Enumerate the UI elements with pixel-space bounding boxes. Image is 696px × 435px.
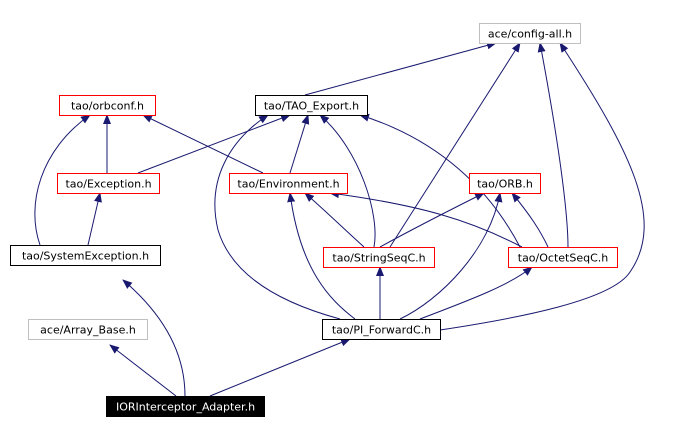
edge-environment-to-orbconf: [142, 114, 264, 174]
node-box: [508, 247, 618, 268]
node-box: [59, 95, 156, 116]
node-label: tao/Exception.h: [65, 178, 151, 191]
edge-octet-seq-to-tao-export: [359, 113, 521, 248]
node-label: IORInterceptor_Adapter.h: [116, 401, 255, 414]
edge-pi-forward-to-orb: [399, 192, 503, 320]
node-label: ace/Array_Base.h: [40, 324, 136, 337]
edge-ior-interceptor-to-system-exception: [122, 279, 186, 397]
node-box: [479, 23, 581, 44]
node-label: tao/PI_ForwardC.h: [332, 324, 431, 337]
node-box: [28, 319, 148, 340]
node-pi-forward[interactable]: tao/PI_ForwardC.h: [322, 319, 441, 340]
node-config-all[interactable]: ace/config-all.h: [479, 23, 581, 44]
node-ior-interceptor: IORInterceptor_Adapter.h: [106, 396, 265, 417]
node-box: [469, 173, 541, 194]
edge-environment-to-tao-export: [289, 114, 310, 174]
node-label: tao/SystemException.h: [22, 250, 149, 263]
nodes-layer: ace/config-all.h tao/orbconf.h tao/TAO_Exp…: [10, 23, 618, 417]
node-label: tao/ORB.h: [477, 178, 533, 191]
node-string-seq[interactable]: tao/StringSeqC.h: [323, 247, 435, 268]
node-label: tao/StringSeqC.h: [332, 252, 425, 265]
edge-system-exception-to-exception: [87, 192, 102, 246]
node-label: tao/OctetSeqC.h: [518, 252, 608, 265]
edge-octet-seq-to-environment: [329, 190, 523, 248]
node-orb[interactable]: tao/ORB.h: [469, 173, 541, 194]
edge-octet-seq-to-config-all: [537, 42, 569, 248]
node-box: [229, 173, 348, 194]
node-label: tao/TAO_Export.h: [264, 100, 359, 113]
node-octet-seq[interactable]: tao/OctetSeqC.h: [508, 247, 618, 268]
edge-pi-forward-to-octet-seq: [419, 266, 533, 320]
node-orbconf[interactable]: tao/orbconf.h: [59, 95, 156, 116]
edge-ior-interceptor-to-array-base: [109, 344, 177, 397]
edges-layer: [34, 41, 645, 397]
node-label: tao/orbconf.h: [71, 100, 144, 113]
edge-tao-export-to-config-all: [304, 41, 497, 96]
edge-pi-forward-to-tao-export: [214, 114, 341, 320]
edge-exception-to-tao-export: [137, 114, 291, 174]
edge-string-seq-to-environment: [304, 192, 365, 248]
node-box: [10, 245, 161, 266]
node-tao-export[interactable]: tao/TAO_Export.h: [255, 95, 368, 116]
node-box: [106, 396, 265, 417]
edge-pi-forward-to-environment: [287, 192, 356, 320]
node-label: tao/Environment.h: [237, 178, 339, 191]
node-box: [322, 319, 441, 340]
node-box: [323, 247, 435, 268]
edge-string-seq-to-orb: [379, 192, 485, 248]
node-box: [255, 95, 368, 116]
edge-system-exception-to-orbconf: [34, 114, 91, 246]
node-box: [57, 173, 160, 194]
edge-string-seq-to-tao-export: [319, 114, 376, 248]
node-exception[interactable]: tao/Exception.h: [57, 173, 160, 194]
edge-ior-interceptor-to-pi-forward: [209, 338, 351, 397]
edge-string-seq-to-config-all: [389, 42, 521, 248]
node-array-base[interactable]: ace/Array_Base.h: [28, 319, 148, 340]
node-system-exception[interactable]: tao/SystemException.h: [10, 245, 161, 266]
edge-octet-seq-to-orb: [511, 192, 549, 248]
node-label: ace/config-all.h: [488, 28, 572, 41]
node-environment[interactable]: tao/Environment.h: [229, 173, 348, 194]
edge-pi-forward-to-config-all: [439, 42, 645, 331]
